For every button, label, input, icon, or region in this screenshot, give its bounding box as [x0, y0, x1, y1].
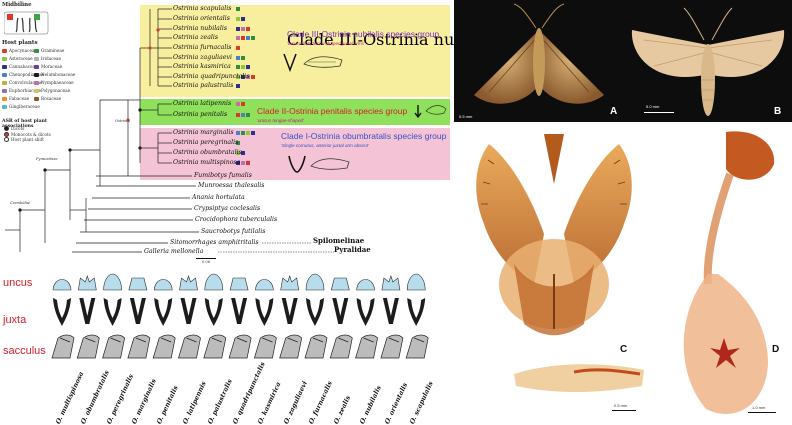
photo-d-female-genitalia: D 1.0 mm [656, 124, 792, 425]
species-label: O. peregrinalis [105, 373, 135, 425]
scale-label-d: 1.0 mm [752, 405, 765, 410]
species-label: O. nubilalis [358, 384, 383, 425]
species-label: O. penitalis [155, 384, 180, 425]
photo-letter-b: B [774, 106, 781, 117]
scale-bar-c [612, 410, 636, 411]
species-label: O. marginalis [130, 378, 158, 425]
photo-b-moth: B 5.0 mm [624, 0, 792, 122]
species-label: O. scapulalis [408, 380, 435, 425]
scale-label-b: 5.0 mm [646, 104, 659, 109]
species-label: O. zealis [332, 394, 352, 425]
photo-c-male-genitalia: C 0.5 mm [454, 124, 654, 425]
species-label: O. palustralis [206, 378, 234, 425]
photo-letter-c: C [620, 344, 627, 355]
scale-label-a: 0.5 mm [459, 114, 472, 119]
species-label: O. furnacalis [307, 380, 334, 425]
scale-bar-b [644, 112, 674, 113]
species-label: O. kasmirica [256, 381, 283, 425]
species-label: O. orientalis [383, 381, 409, 425]
scale-label-c: 0.5 mm [614, 403, 627, 408]
species-label: O. zaguliaevi [282, 380, 309, 425]
photo-letter-d: D [772, 344, 779, 355]
photo-a-moth: A [454, 0, 624, 122]
photo-letter-a: A [610, 106, 617, 117]
scale-bar-d [748, 412, 776, 413]
species-label: O. latipennis [181, 380, 208, 425]
species-labels: O. multispinosaO. obumbratalisO. peregri… [0, 0, 452, 425]
